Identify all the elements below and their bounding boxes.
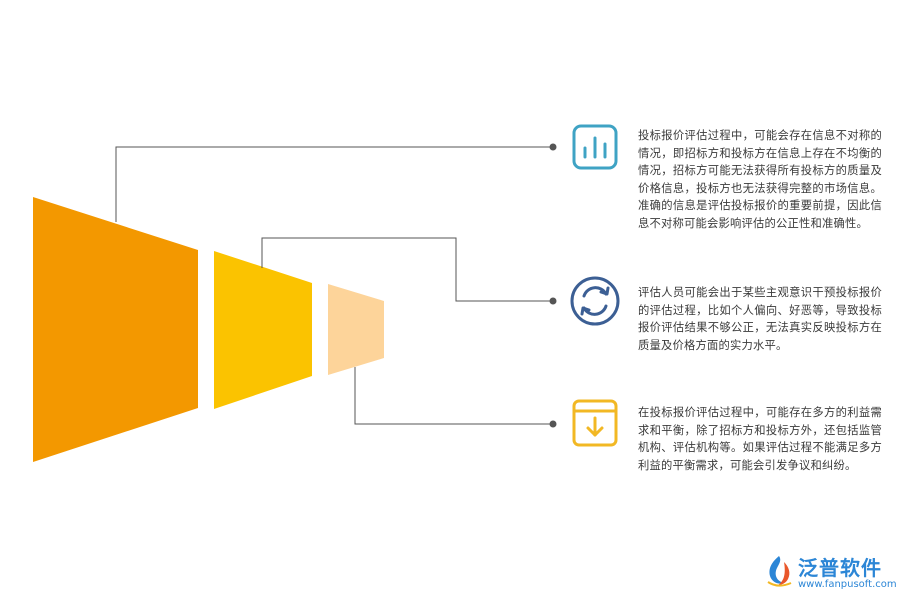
brand-logo: 泛普软件 www.fanpusoft.com — [764, 550, 897, 596]
download-box-icon — [572, 399, 618, 447]
connector-dot-3 — [549, 420, 557, 428]
item-description-3: 在投标报价评估过程中，可能存在多方的利益需求和平衡，除了招标方和投标方外，还包括… — [638, 406, 882, 472]
item-description-1: 投标报价评估过程中，可能会存在信息不对称的情况，即招标方和投标方在信息上存在不均… — [638, 129, 882, 230]
funnel-segment-3 — [328, 284, 384, 375]
brand-logo-icon — [767, 556, 792, 587]
connector-dot-1 — [549, 143, 557, 151]
connector-line-3 — [354, 367, 553, 425]
connector-dot-2 — [549, 297, 557, 305]
connector-line-1 — [115, 146, 553, 222]
connector-line-2 — [261, 237, 553, 302]
brand-name: 泛普软件 — [798, 556, 882, 580]
brand-url: www.fanpusoft.com — [798, 579, 897, 590]
funnel-segment-2 — [214, 251, 312, 409]
funnel-segment-1 — [33, 197, 198, 462]
bar-chart-icon — [572, 124, 618, 170]
item-description-2: 评估人员可能会出于某些主观意识干预投标报价的评估过程，比如个人偏向、好恶等，导致… — [638, 286, 882, 352]
refresh-icon — [570, 276, 620, 326]
